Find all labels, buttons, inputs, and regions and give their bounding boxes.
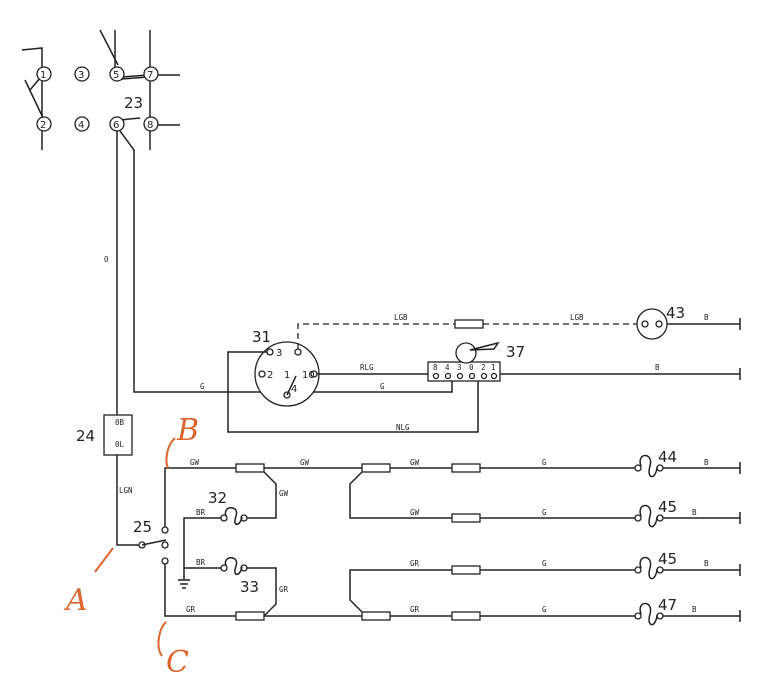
lamp-43-label: 43 (666, 304, 685, 322)
wire-label-gr4: GR (410, 559, 420, 568)
ground-symbol (178, 579, 190, 589)
switch-contact-8-label: 8 (147, 120, 153, 131)
relay-terminal-ob: 0B (115, 418, 125, 427)
lamp-47: 47 B (634, 596, 741, 626)
relay-24: 0B 0L 24 (76, 414, 133, 456)
wire-label-b45: B (692, 508, 697, 517)
wire-label-g47: G (542, 605, 547, 614)
wire-label-br2: BR (196, 558, 206, 567)
lamp-32-label: 32 (208, 489, 227, 507)
relay-terminal-ol: 0L (115, 440, 125, 449)
wire-label-g1: G (200, 382, 205, 391)
switch-contact-1-label: 1 (40, 70, 46, 81)
annotation-b: B (165, 413, 199, 469)
annotation-a: A (63, 547, 114, 618)
wire-label-gw4: GW (279, 489, 289, 498)
switch-31-terminal-4: 4 (291, 384, 297, 395)
lamp-45-lower-label: 45 (658, 550, 677, 568)
switch-contact-4-label: 4 (78, 120, 84, 131)
lamp-45-upper-label: 45 (658, 498, 677, 516)
annotation-c: C (157, 621, 189, 680)
connector-pin-4: 4 (445, 363, 450, 372)
wire-label-gr1: GR (279, 585, 289, 594)
switch-contact-2-label: 2 (40, 120, 46, 131)
wire-label-g45: G (542, 508, 547, 517)
wire-label-gw3: GW (410, 458, 420, 467)
switch-25: 25 (133, 518, 169, 565)
lamp-45-lower: 45 B (634, 550, 741, 580)
switch-contact-5-label: 5 (113, 70, 119, 81)
switch-31-terminal-2: 2 (267, 370, 273, 381)
switch-contact-7 (143, 66, 159, 82)
switch-25-label: 25 (133, 518, 152, 536)
lamp-45-upper: 45 B (634, 498, 741, 528)
switch-31-terminal-10: 10 (302, 370, 315, 381)
lamp-33-label: 33 (240, 578, 259, 596)
wire-label-br1: BR (196, 508, 206, 517)
connector-pin-8: 8 (433, 363, 438, 372)
wire-label-b37: B (655, 363, 660, 372)
wire-label-g45b: G (542, 559, 547, 568)
switch-contact-5 (109, 66, 125, 82)
wire-label-nlg: NLG (396, 423, 410, 432)
wire-label-lgb2: LGB (570, 313, 584, 322)
switch-contact-1 (36, 66, 52, 82)
connector-pin-1: 1 (491, 363, 496, 372)
lamp-44-label: 44 (658, 448, 677, 466)
annotation-b-text: B (176, 413, 199, 448)
wire-label-gw2: GW (300, 458, 310, 467)
wire-label-gr3: GR (410, 605, 420, 614)
lamp-33: 33 (220, 557, 259, 596)
annotation-c-text: C (166, 645, 189, 680)
wire-label-gw1: GW (190, 458, 200, 467)
ignition-switch-label: 23 (124, 94, 143, 112)
fuse-1 (235, 463, 265, 473)
switch-contact-3 (74, 66, 90, 82)
switch-contact-4 (74, 116, 90, 132)
switch-contact-7-label: 7 (147, 70, 153, 81)
wire-label-o: O (104, 255, 109, 264)
lamp-44: 44 B (634, 448, 741, 478)
wire-label-gw5: GW (410, 508, 420, 517)
connector-37: 8 4 3 0 2 1 37 (427, 341, 525, 382)
switch-31-terminal-1: 1 (284, 370, 290, 381)
switch-31-terminal-3: 3 (276, 348, 282, 359)
lamp-43: 43 B (636, 304, 741, 340)
fuse-8 (451, 565, 481, 575)
wire-label-lgn: LGN (119, 486, 133, 495)
connector-pin-2: 2 (481, 363, 486, 372)
wire-label-g2: G (380, 382, 385, 391)
fuse-6 (361, 611, 391, 621)
switch-31: 3 2 1 4 10 31 (252, 328, 320, 407)
lamp-32: 32 (208, 489, 248, 526)
wire-label-b47: B (692, 605, 697, 614)
fuse-7 (451, 611, 481, 621)
fuse-lgb (454, 319, 484, 329)
fuse-3 (451, 463, 481, 473)
lamp-47-label: 47 (658, 596, 677, 614)
switch-contact-6-label: 6 (113, 120, 119, 131)
relay-label: 24 (76, 427, 95, 445)
fuse-5 (235, 611, 265, 621)
switch-contact-2 (36, 116, 52, 132)
switch-contact-8 (143, 116, 159, 132)
ignition-switch-23: 1 2 3 4 5 6 7 8 23 (21, 29, 180, 150)
wire-label-gr2: GR (186, 605, 196, 614)
wire-label-b45b: B (704, 559, 709, 568)
switch-31-label: 31 (252, 328, 271, 346)
annotation-a-text: A (63, 583, 88, 618)
fuse-4 (451, 513, 481, 523)
wire-label-rlg: RLG (360, 363, 374, 372)
wire-label-b44: B (704, 458, 709, 467)
connector-pin-3: 3 (457, 363, 462, 372)
switch-contact-3-label: 3 (78, 70, 84, 81)
wire-label-b43: B (704, 313, 709, 322)
wire-label-g44: G (542, 458, 547, 467)
connector-pin-0: 0 (469, 363, 474, 372)
wire-label-lgb1: LGB (394, 313, 408, 322)
connector-37-label: 37 (506, 343, 525, 361)
fuse-2 (361, 463, 391, 473)
